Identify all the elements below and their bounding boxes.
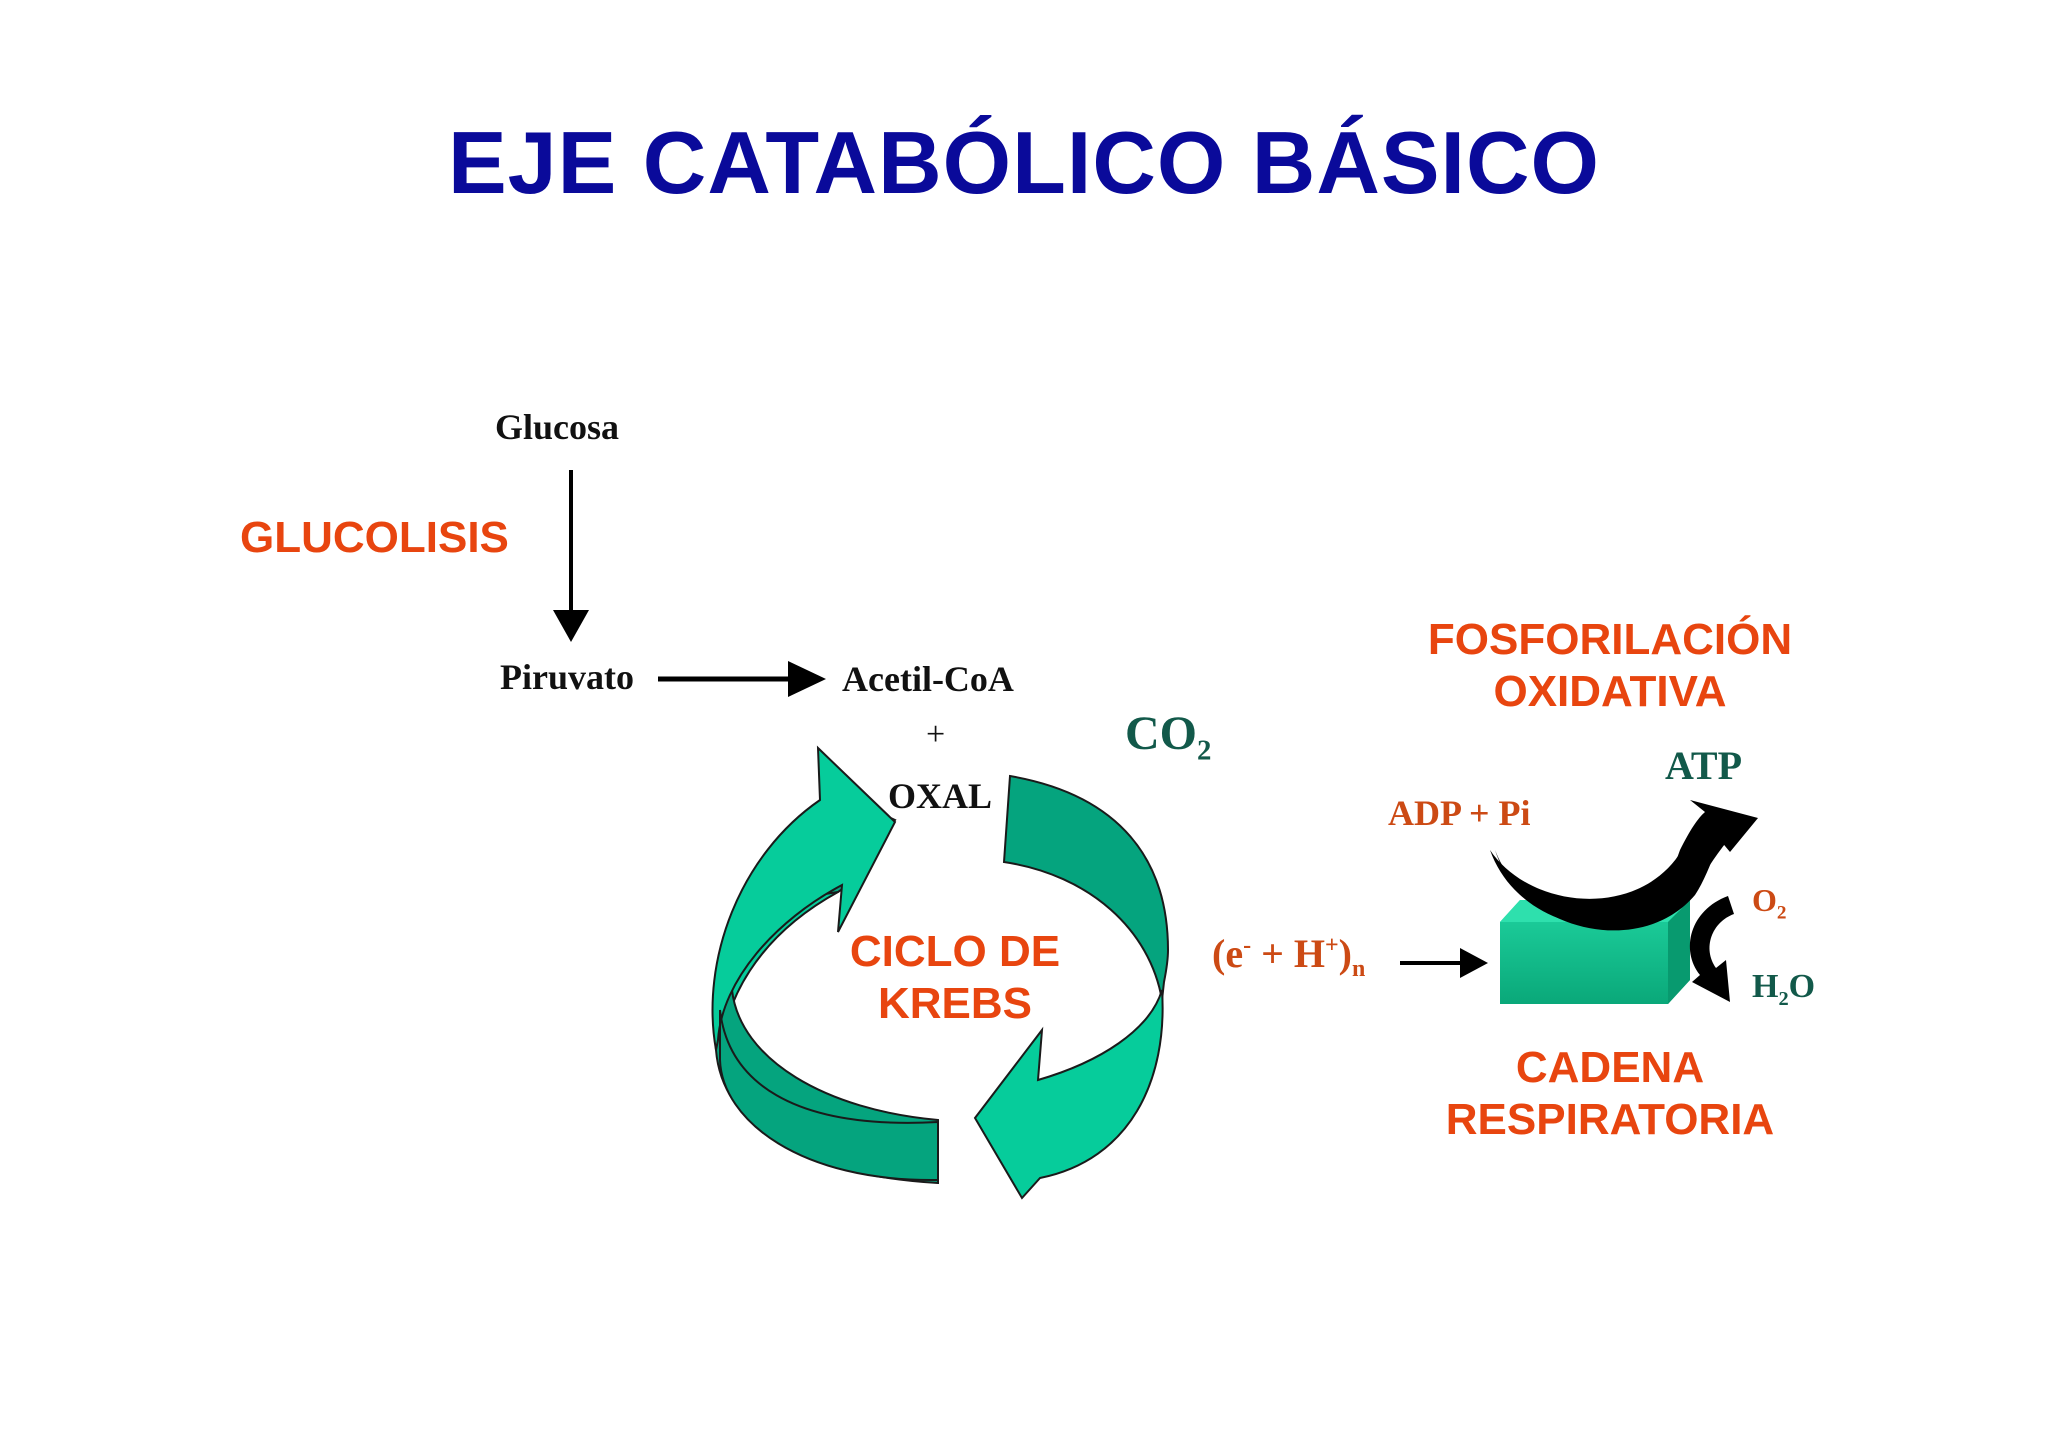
krebs-line-2: KREBS	[877, 979, 1033, 1028]
oxaloacetate-label: OXAL	[888, 776, 993, 816]
chain-line-2: RESPIRATORIA	[1445, 1095, 1775, 1144]
krebs-cycle-arrows	[711, 745, 1170, 1200]
page-title: EJE CATABÓLICO BÁSICO	[447, 113, 1601, 212]
glycolysis-arrow	[553, 470, 589, 642]
respiratory-chain-label: CADENA RESPIRATORIA	[1390, 1042, 1830, 1146]
chain-line-1: CADENA	[1515, 1043, 1705, 1092]
plus-sign: +	[926, 716, 946, 753]
co2-label: CO2	[1125, 707, 1212, 767]
oxygen-label: O2	[1752, 882, 1787, 924]
atp-label: ATP	[1665, 743, 1743, 788]
electron-proton-label: (e- + H+)n	[1212, 931, 1366, 982]
phosphorylation-line-1: FOSFORILACIÓN	[1427, 615, 1793, 664]
electron-flow-arrow	[1400, 948, 1488, 978]
pyruvate-to-acetyl-arrow	[658, 661, 826, 697]
glucose-label: Glucosa	[495, 407, 620, 447]
krebs-line-1: CICLO DE	[849, 927, 1061, 976]
glycolysis-label: GLUCOLISIS	[240, 513, 509, 562]
water-label: H2O	[1752, 968, 1816, 1010]
oxygen-reduction-arrow	[1689, 896, 1734, 1002]
phosphorylation-line-2: OXIDATIVA	[1493, 667, 1727, 716]
krebs-cycle-label: CICLO DE KREBS	[800, 926, 1110, 1030]
pyruvate-label: Piruvato	[500, 657, 634, 697]
acetyl-coa-label: Acetil-CoA	[842, 659, 1014, 699]
atp-synthesis-arrow	[1490, 800, 1758, 931]
adp-pi-label: ADP + Pi	[1388, 793, 1531, 833]
oxidative-phosphorylation-label: FOSFORILACIÓN OXIDATIVA	[1390, 614, 1830, 718]
